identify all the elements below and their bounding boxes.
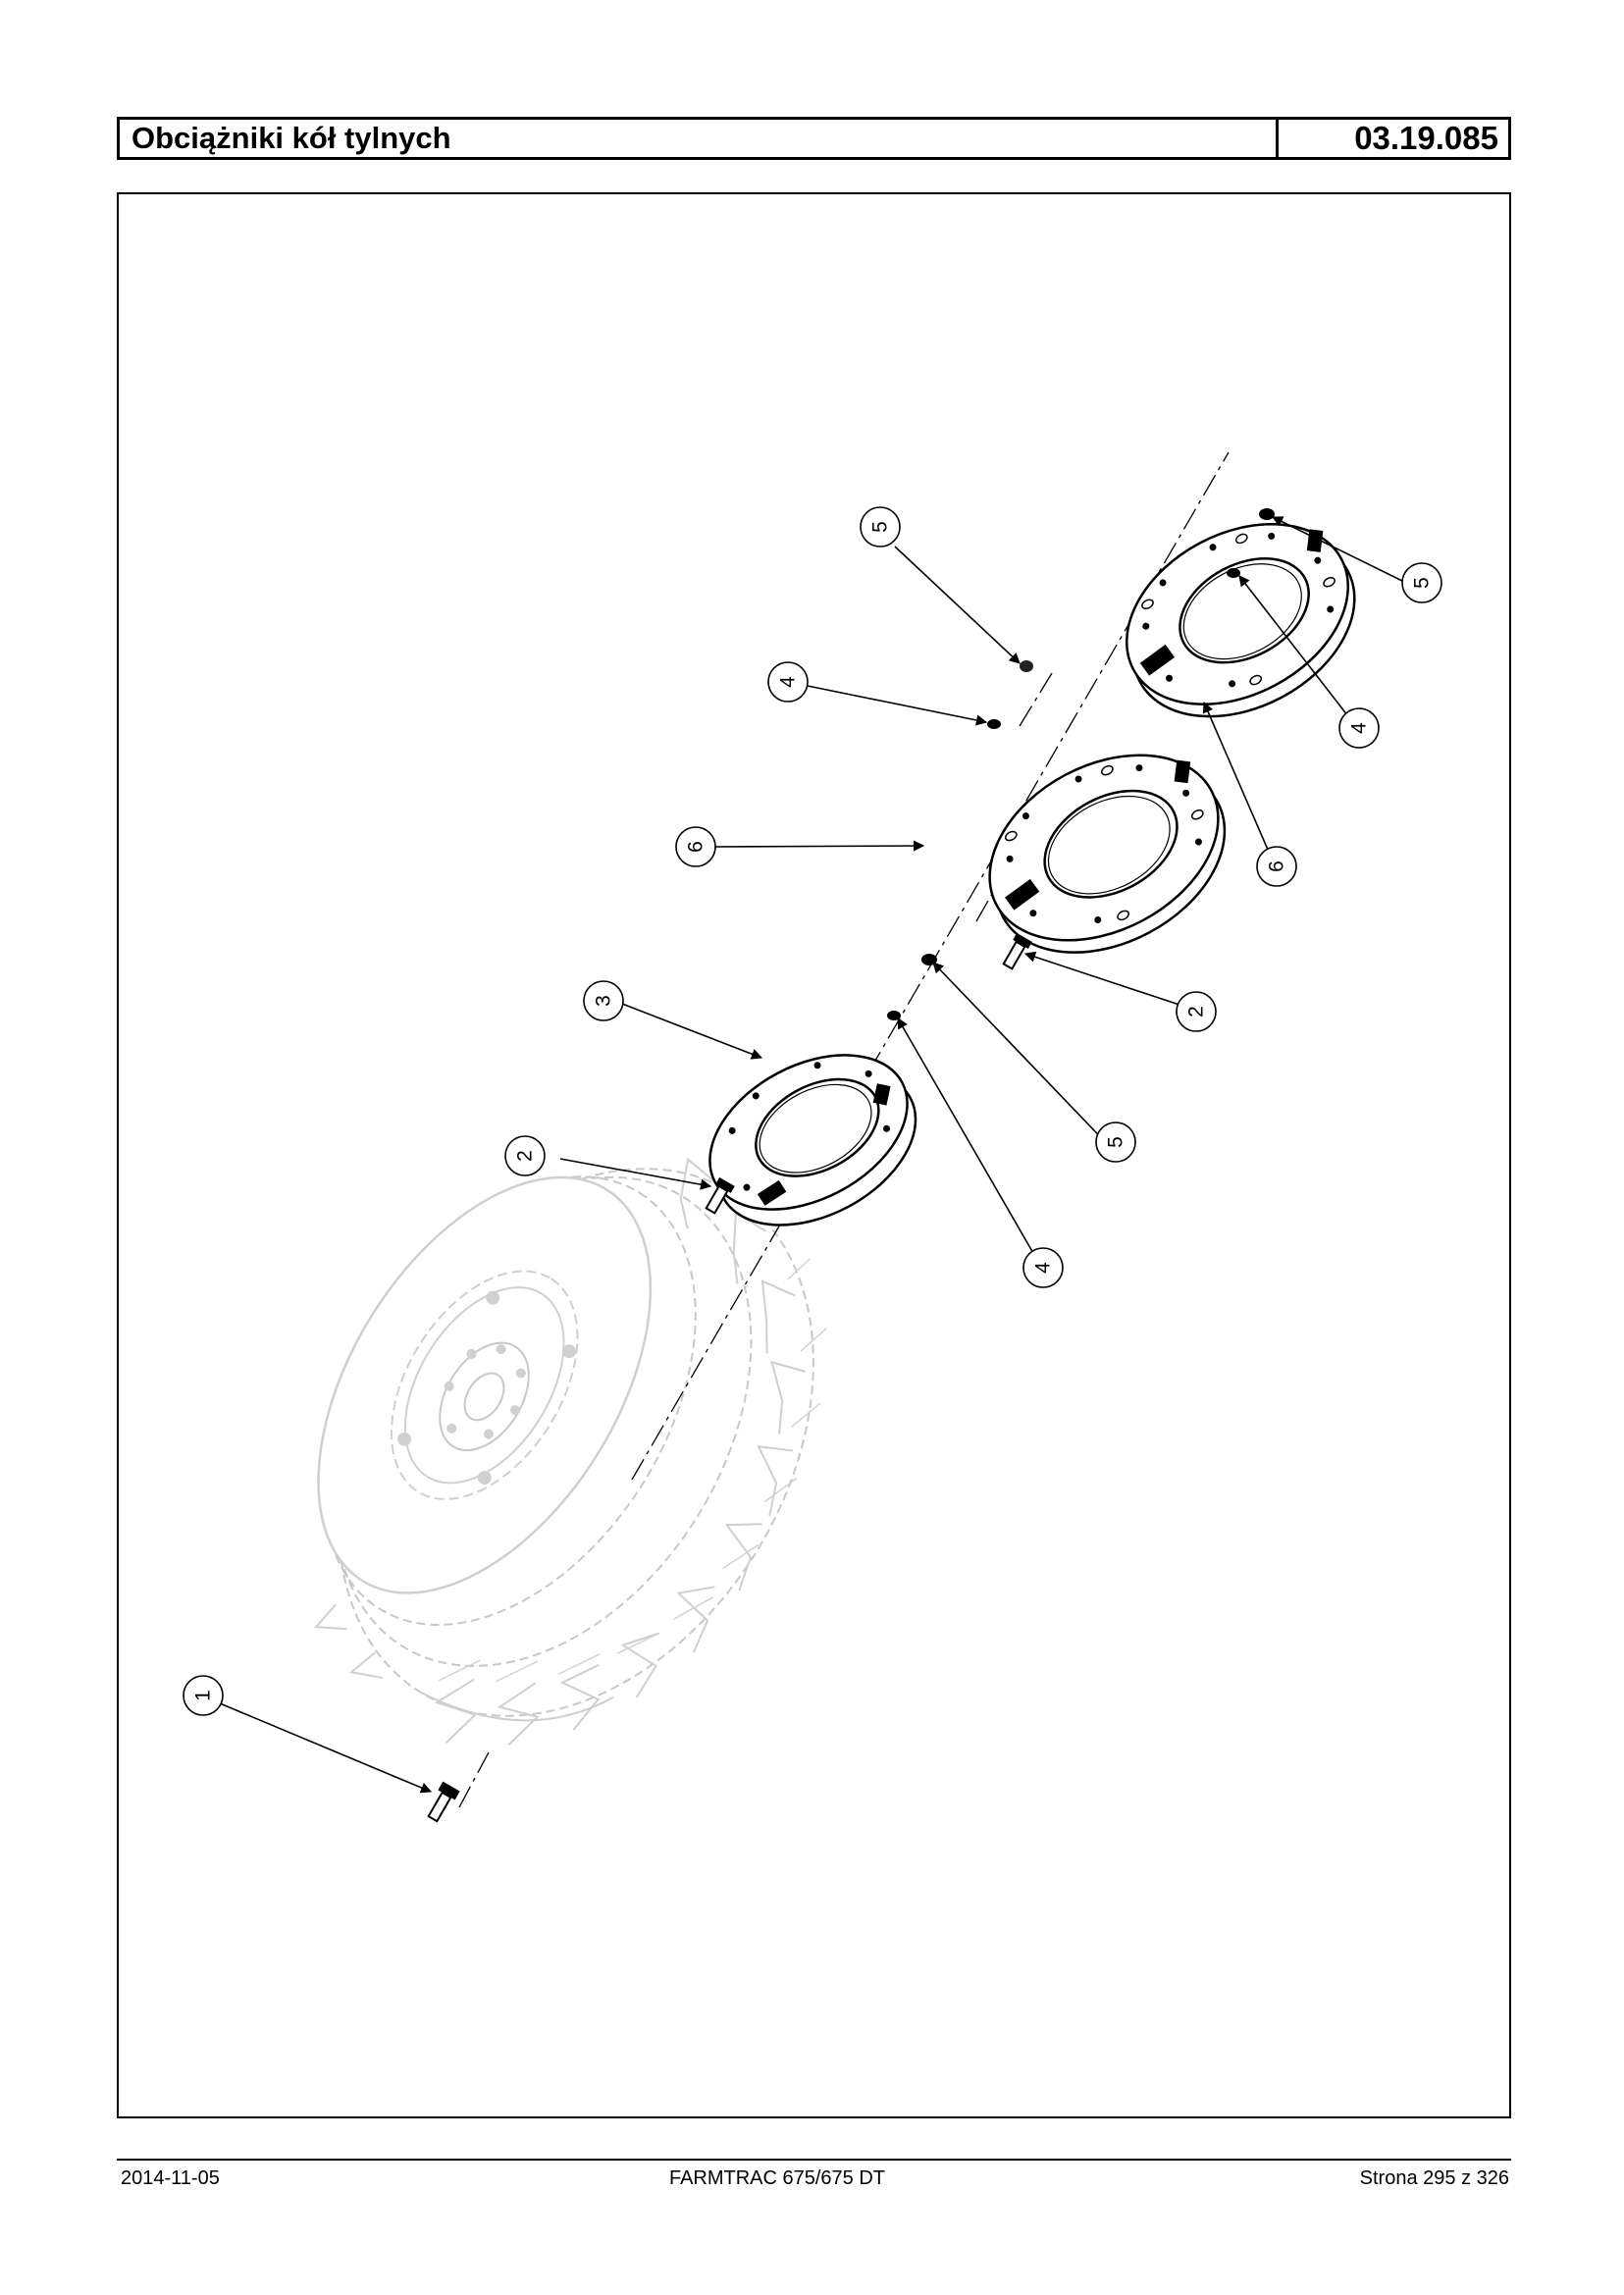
callout-3: 6 xyxy=(675,826,716,867)
exploded-view-diagram: 5 4 6 3 2 1 5 4 xyxy=(183,451,1442,1823)
callout-label: 5 xyxy=(1411,577,1434,589)
footer-date: 2014-11-05 xyxy=(121,2167,220,2189)
bolt-part-1 xyxy=(427,1781,460,1823)
footer-page-number: Strona 295 z 326 xyxy=(1359,2167,1509,2189)
callout-12: 4 xyxy=(1022,1247,1064,1288)
wheel-weight-part-6 xyxy=(988,754,1227,954)
callout-label: 5 xyxy=(869,521,892,533)
wheel-weight-part-6-outer xyxy=(1126,523,1356,718)
callout-label: 4 xyxy=(1032,1262,1055,1274)
wheel-weight-part-3 xyxy=(708,1054,917,1226)
callout-label: 4 xyxy=(777,676,800,688)
page-title: Obciążniki kół tylnych xyxy=(120,120,1279,157)
page-header: Obciążniki kół tylnych 03.19.085 xyxy=(117,117,1511,160)
callout-2: 4 xyxy=(767,661,809,703)
callout-11: 5 xyxy=(1095,1121,1136,1163)
rear-wheel-tire xyxy=(313,1157,827,1747)
callout-10: 2 xyxy=(1176,991,1217,1032)
callout-9: 6 xyxy=(1256,846,1297,887)
nut-part-5 xyxy=(921,508,1275,965)
diagram-frame: 5 4 6 3 2 1 5 4 xyxy=(117,192,1511,2118)
bolt-part-2-lower xyxy=(705,1176,735,1215)
callout-label: 5 xyxy=(1105,1136,1127,1148)
callout-7: 5 xyxy=(1401,562,1442,603)
callout-6: 1 xyxy=(183,1675,224,1716)
footer-model: FARMTRAC 675/675 DT xyxy=(668,2167,886,2189)
callout-label: 6 xyxy=(1266,861,1288,872)
callout-label: 2 xyxy=(1185,1006,1208,1017)
callout-label: 3 xyxy=(593,995,615,1007)
callout-label: 2 xyxy=(514,1150,537,1162)
callout-label: 4 xyxy=(1348,722,1371,734)
callout-4: 3 xyxy=(583,980,624,1021)
callout-5: 2 xyxy=(504,1135,546,1176)
callout-8: 4 xyxy=(1338,707,1380,749)
callout-1: 5 xyxy=(860,506,901,548)
section-code: 03.19.085 xyxy=(1354,120,1498,156)
footer-divider xyxy=(117,2159,1511,2161)
callout-label: 6 xyxy=(685,841,707,853)
callout-label: 1 xyxy=(192,1690,215,1701)
bolt-part-2-upper xyxy=(1002,932,1032,970)
